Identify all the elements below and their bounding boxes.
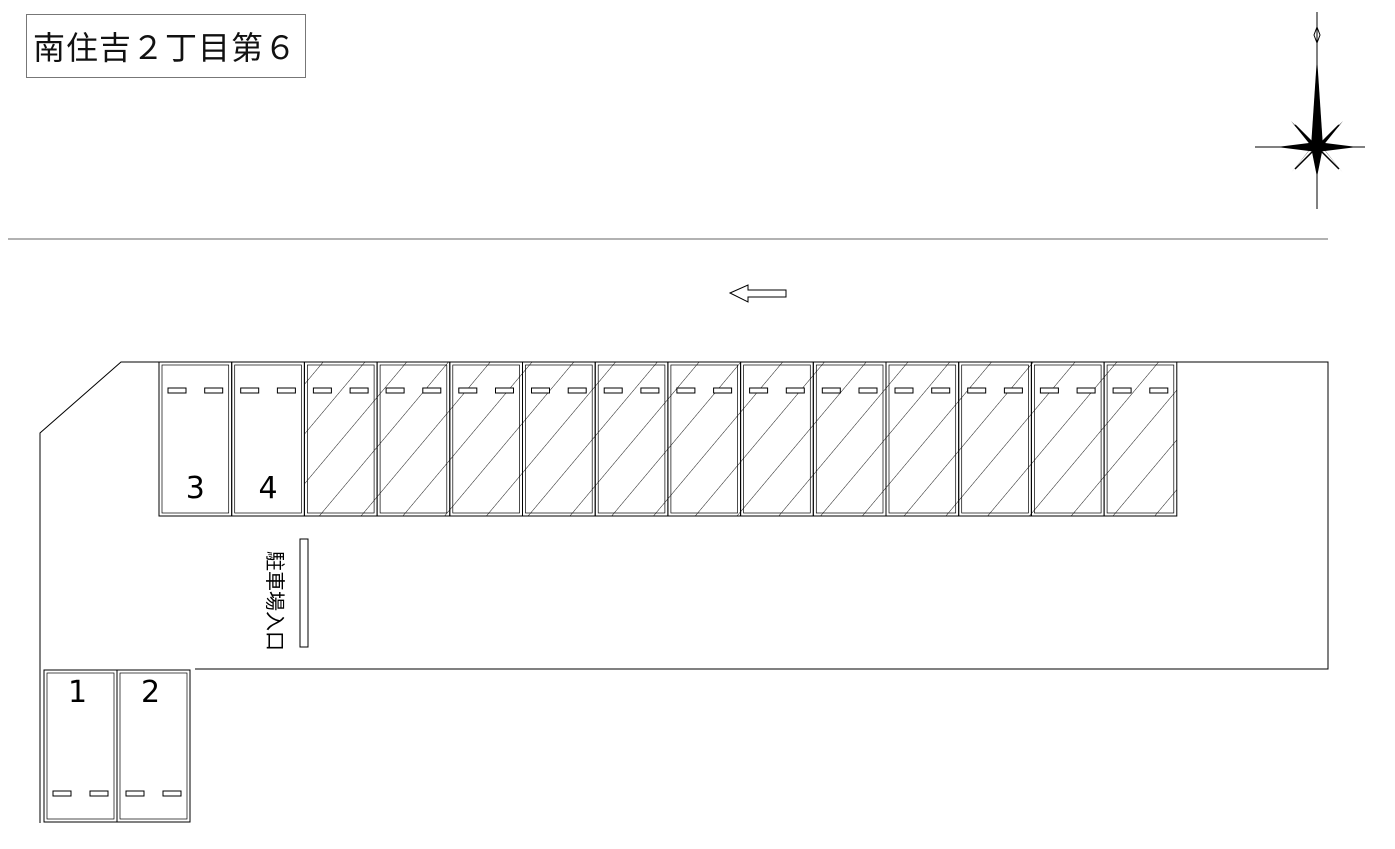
- hatched-parking-space: [812, 361, 887, 517]
- hatched-parking-space: [958, 361, 1032, 517]
- space-number: 3: [186, 471, 205, 506]
- hatched-parking-space: [376, 361, 451, 517]
- parking-space-3: 3: [158, 361, 233, 517]
- space-number: 2: [141, 675, 160, 710]
- parking-space-1: 1: [43, 669, 118, 823]
- hatched-parking-space: [594, 361, 669, 517]
- hatched-parking-space: [449, 361, 523, 517]
- hatched-parking-space: [667, 361, 742, 517]
- map-title-box: 南住吉２丁目第６: [26, 14, 306, 78]
- parking-spaces: 3 4 1 2: [43, 361, 1178, 823]
- hatched-parking-space: [522, 361, 596, 517]
- compass-rose-icon: [1255, 12, 1365, 209]
- hatched-parking-space: [303, 361, 378, 517]
- hatched-parking-space: [740, 361, 814, 517]
- entrance-bar: [299, 538, 309, 648]
- svg-text:駐車場入口: 駐車場入口: [263, 551, 287, 651]
- parking-space-4: 4: [231, 361, 305, 517]
- map-title: 南住吉２丁目第６: [33, 29, 298, 67]
- parking-space-2: 2: [116, 669, 191, 823]
- space-number: 1: [68, 675, 87, 710]
- traffic-arrow-icon: [728, 284, 787, 303]
- hatched-parking-space: [885, 361, 960, 517]
- space-number: 4: [259, 471, 278, 506]
- hatched-parking-space: [1103, 361, 1178, 517]
- hatched-parking-space: [1030, 361, 1105, 517]
- entrance-label: 駐車場入口: [263, 551, 287, 651]
